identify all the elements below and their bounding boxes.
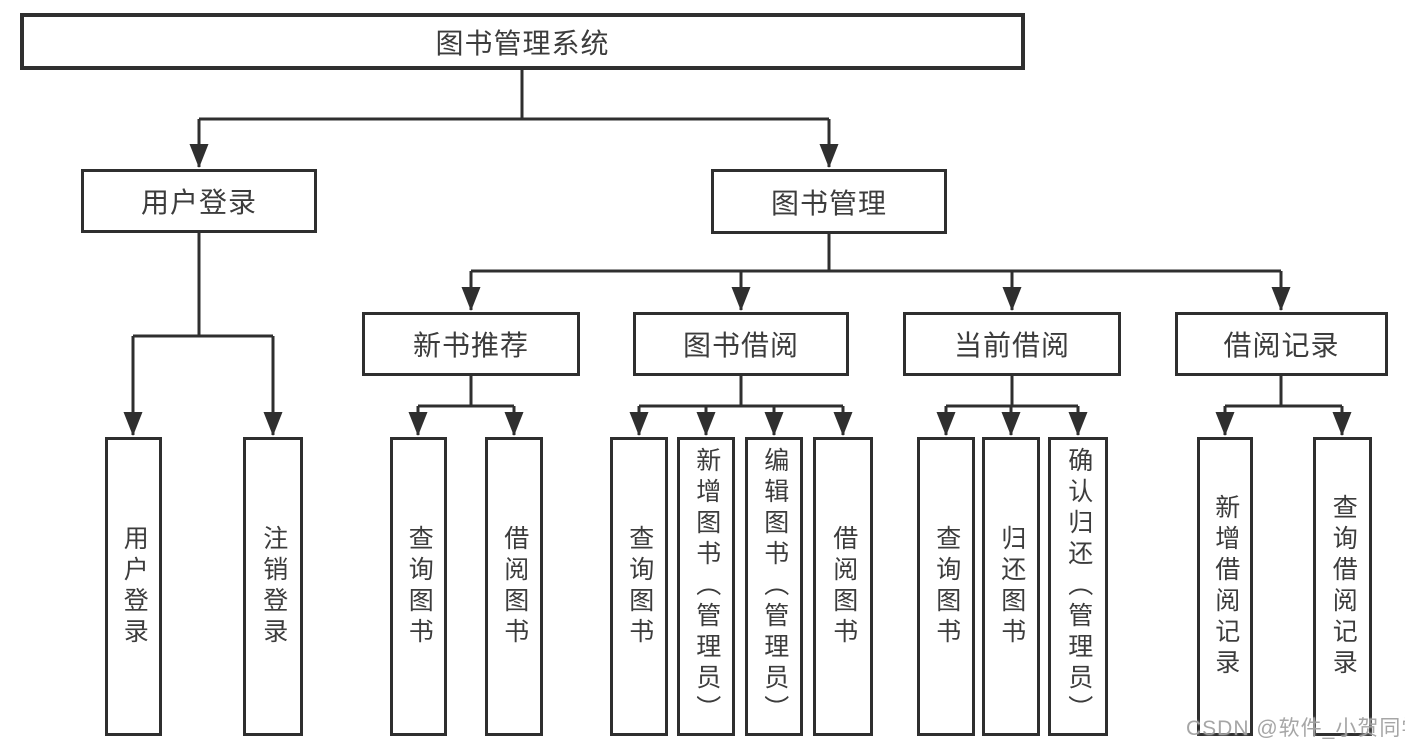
node-borrowing-records: 借阅记录 [1175,312,1388,376]
node-label: 借阅图书 [829,524,858,649]
node-borrow-books-recommend: 借阅图书 [485,437,543,736]
node-query-borrow-record: 查询借阅记录 [1313,437,1372,736]
node-label: 归还图书 [997,524,1026,649]
node-edit-books-admin: 编辑图书（管理员） [745,437,803,736]
node-label: 编辑图书（管理员） [760,447,789,726]
node-label: 查询图书 [932,524,961,649]
node-new-book-recommend: 新书推荐 [362,312,580,376]
node-add-borrow-record: 新增借阅记录 [1197,437,1253,736]
node-current-borrowing: 当前借阅 [903,312,1121,376]
connector-arrows [123,119,1352,436]
node-return-books: 归还图书 [982,437,1040,736]
node-add-books-admin: 新增图书（管理员） [677,437,735,736]
node-confirm-return-admin: 确认归还（管理员） [1048,437,1108,736]
node-query-books-borrowing: 查询图书 [610,437,668,736]
node-label: 用户登录 [120,524,149,649]
node-user-login-action: 用户登录 [105,437,162,736]
connector-backbone [133,70,1342,408]
node-label: 注销登录 [259,524,288,649]
node-book-management-module: 图书管理 [711,169,947,234]
node-query-books-current: 查询图书 [917,437,975,736]
node-query-books-recommend: 查询图书 [390,437,447,736]
node-label: 确认归还（管理员） [1064,447,1093,726]
node-label: 查询图书 [405,524,434,649]
node-label: 查询图书 [625,524,654,649]
node-book-borrowing: 图书借阅 [633,312,849,376]
node-root-library-system: 图书管理系统 [20,13,1025,70]
node-label: 借阅图书 [500,524,529,649]
node-label: 新增借阅记录 [1211,493,1240,680]
node-label: 新增图书（管理员） [692,447,721,726]
node-user-login-module: 用户登录 [81,169,317,233]
watermark: CSDN @软件_小贺同学 [1186,717,1405,740]
node-borrow-books-borrowing: 借阅图书 [813,437,873,736]
node-logout: 注销登录 [243,437,303,736]
node-label: 查询借阅记录 [1329,493,1358,680]
